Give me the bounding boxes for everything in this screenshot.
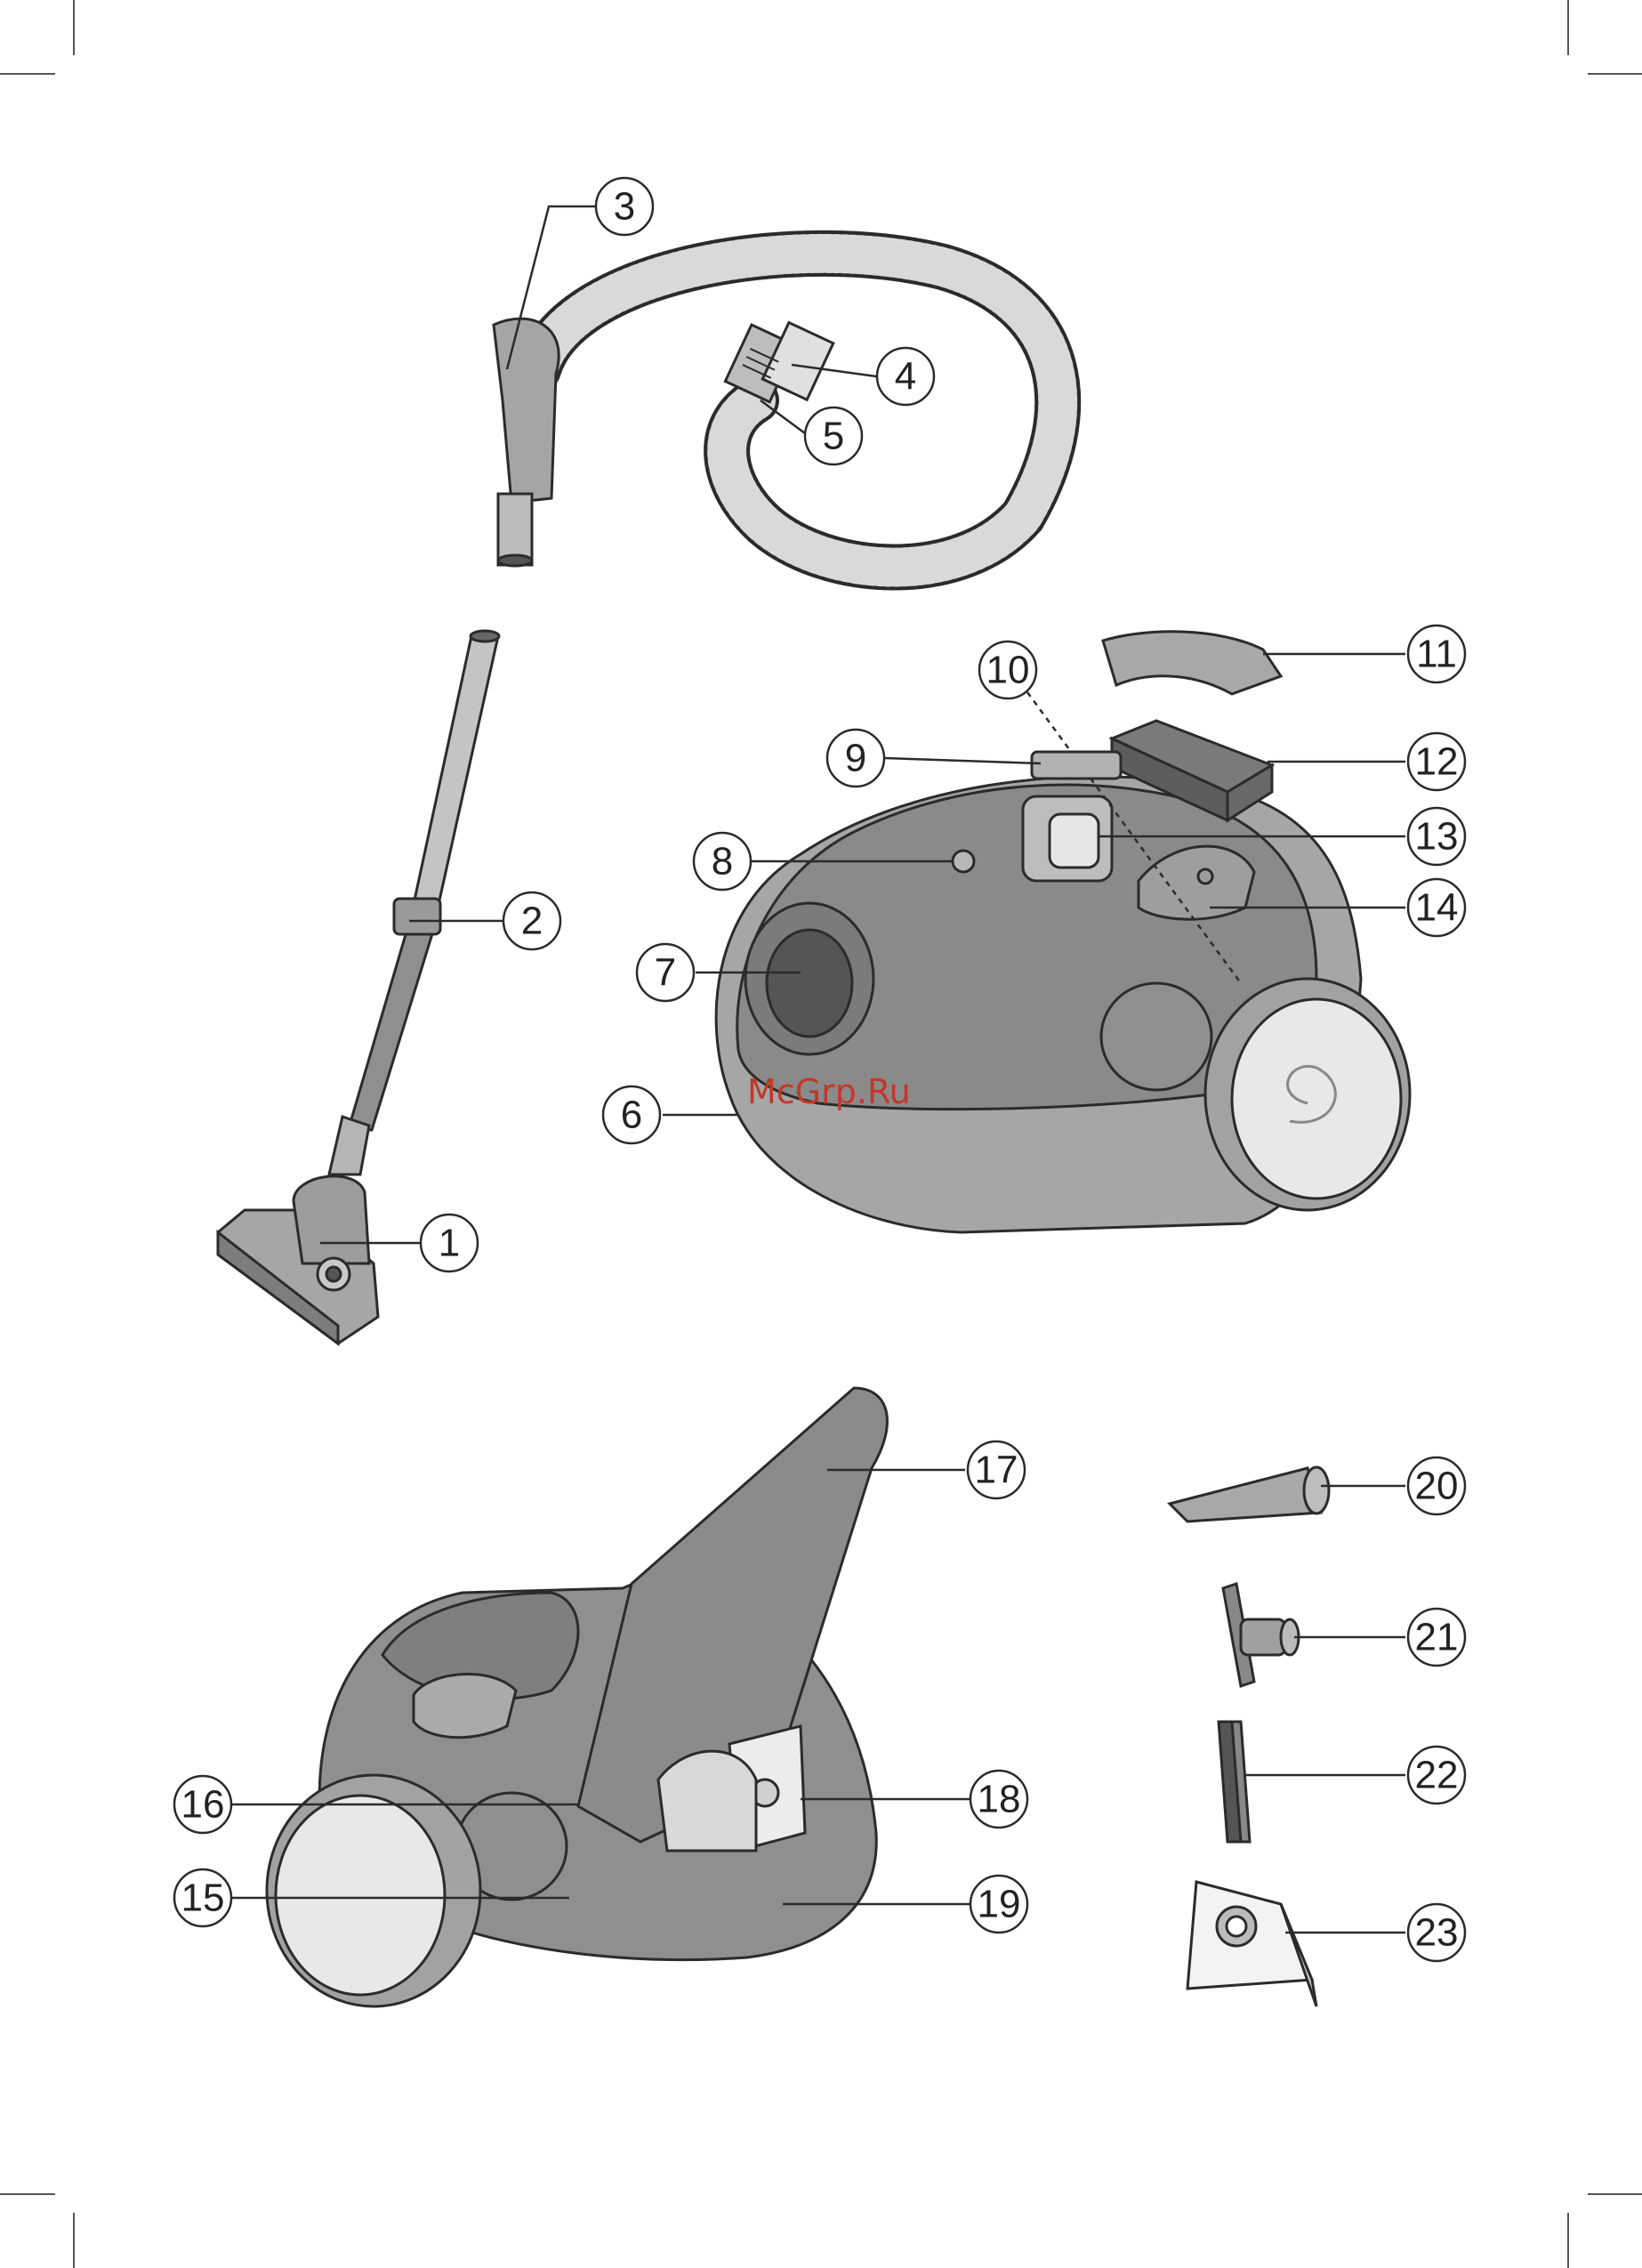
callout-5: 5: [805, 408, 862, 464]
callout-10: 10: [979, 642, 1036, 698]
callout-6: 6: [603, 1086, 660, 1143]
callout-15: 15: [174, 1869, 231, 1926]
callout-4-label: 4: [895, 355, 916, 399]
callout-21-label: 21: [1415, 1616, 1459, 1659]
callout-12-label: 12: [1415, 740, 1459, 784]
callout-2: 2: [503, 892, 560, 949]
callout-4: 4: [877, 348, 934, 405]
crevice-tool-illustration: [1170, 1467, 1329, 1521]
callout-20-label: 20: [1415, 1465, 1459, 1508]
open-vacuum-illustration: [267, 1388, 887, 2006]
callout-14-label: 14: [1415, 886, 1459, 930]
callout-18: 18: [970, 1771, 1027, 1828]
callout-18-label: 18: [978, 1778, 1021, 1821]
callout-21: 21: [1408, 1609, 1465, 1666]
callout-17: 17: [968, 1441, 1025, 1498]
callout-3: 3: [596, 178, 653, 235]
brush-tool-illustration: [1219, 1722, 1250, 1842]
callout-7: 7: [637, 944, 694, 1001]
callout-11: 11: [1408, 626, 1465, 682]
callout-8-label: 8: [712, 840, 733, 884]
callout-1: 1: [421, 1215, 478, 1271]
callout-15-label: 15: [181, 1877, 225, 1920]
callout-23-label: 23: [1415, 1911, 1459, 1955]
callout-5-label: 5: [823, 415, 844, 458]
telescopic-tube-illustration: [349, 631, 499, 1130]
callout-14: 14: [1408, 879, 1465, 936]
callout-9: 9: [827, 730, 884, 787]
callout-17-label: 17: [975, 1449, 1018, 1492]
callout-19: 19: [970, 1876, 1027, 1933]
floor-nozzle-illustration: [218, 1117, 378, 1344]
callout-7-label: 7: [655, 951, 676, 995]
callout-13: 13: [1408, 808, 1465, 865]
callout-12: 12: [1408, 733, 1465, 790]
callout-22: 22: [1408, 1747, 1465, 1804]
vacuum-cleaner-body-illustration: [716, 632, 1410, 1232]
callout-6-label: 6: [621, 1094, 642, 1137]
callout-20: 20: [1408, 1457, 1465, 1514]
callout-10-label: 10: [986, 649, 1030, 692]
callout-1-label: 1: [439, 1222, 460, 1265]
callout-19-label: 19: [978, 1883, 1021, 1926]
watermark-text: McGrp.Ru: [747, 1072, 911, 1111]
callout-16-label: 16: [181, 1783, 225, 1827]
callout-23: 23: [1408, 1904, 1465, 1961]
upholstery-tool-illustration: [1223, 1584, 1299, 1686]
dust-bag-illustration: [1187, 1882, 1316, 2006]
callout-11-label: 11: [1416, 633, 1457, 676]
callout-8: 8: [694, 833, 751, 890]
callout-9-label: 9: [845, 737, 866, 780]
callout-3-label: 3: [614, 185, 635, 229]
callout-22-label: 22: [1415, 1754, 1459, 1797]
callout-16: 16: [174, 1776, 231, 1833]
callout-13-label: 13: [1415, 815, 1459, 859]
callout-2-label: 2: [521, 900, 543, 943]
